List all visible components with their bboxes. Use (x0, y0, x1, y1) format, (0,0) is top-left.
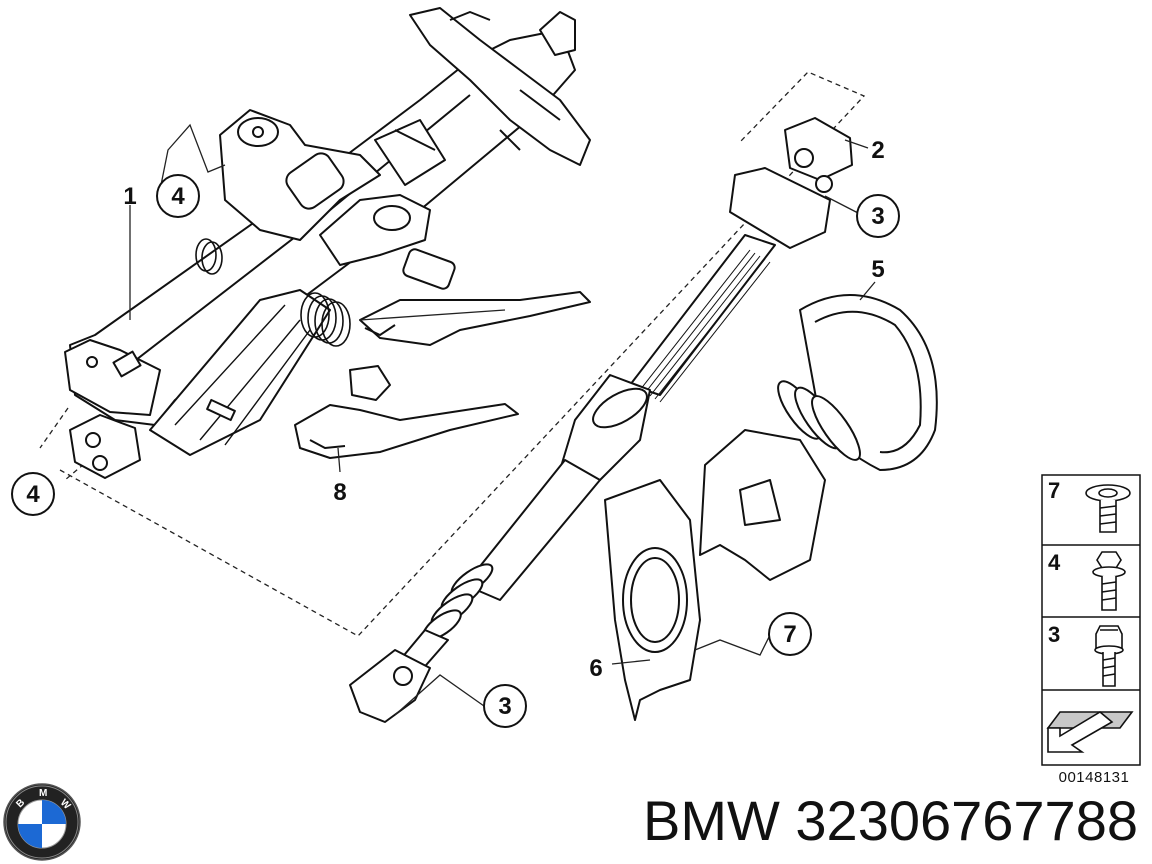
svg-text:4: 4 (26, 481, 40, 508)
svg-text:3: 3 (498, 693, 511, 720)
part-number-title: BMW 32306767788 (642, 789, 1138, 852)
svg-text:3: 3 (871, 203, 884, 230)
flange-screw-icon (1085, 484, 1131, 533)
svg-text:4: 4 (171, 183, 185, 210)
bmw-logo: B M W (3, 783, 81, 861)
label-1: 1 (123, 183, 136, 210)
callout-3a: 3 (856, 194, 900, 238)
svg-text:7: 7 (783, 621, 796, 648)
fastener-legend: 7 4 3 00148131 (1041, 474, 1141, 786)
intermediate-shaft (349, 117, 853, 723)
callout-7: 7 (768, 612, 812, 656)
reference-code: 00148131 (1059, 769, 1130, 786)
legend-num-3: 3 (1048, 622, 1060, 647)
hex-bolt-icon (1092, 551, 1126, 611)
retaining-plate (604, 479, 701, 721)
callout-4b: 4 (11, 472, 55, 516)
label-2: 2 (871, 137, 884, 164)
arrow-symbol-icon (1046, 711, 1134, 753)
label-5: 5 (871, 256, 884, 283)
legend-num-4: 4 (1048, 550, 1061, 575)
group-outline-column (39, 71, 866, 637)
callout-3b: 3 (483, 684, 527, 728)
leader-lines (129, 123, 876, 716)
callout-4a: 4 (156, 174, 200, 218)
label-8: 8 (333, 479, 346, 506)
adjustment-levers (294, 291, 591, 459)
torx-bolt-icon (1094, 625, 1124, 687)
upper-column-assembly (64, 7, 591, 479)
legend-num-7: 7 (1048, 478, 1060, 503)
label-6: 6 (589, 655, 602, 682)
svg-text:M: M (39, 788, 47, 799)
column-boot (699, 294, 938, 581)
